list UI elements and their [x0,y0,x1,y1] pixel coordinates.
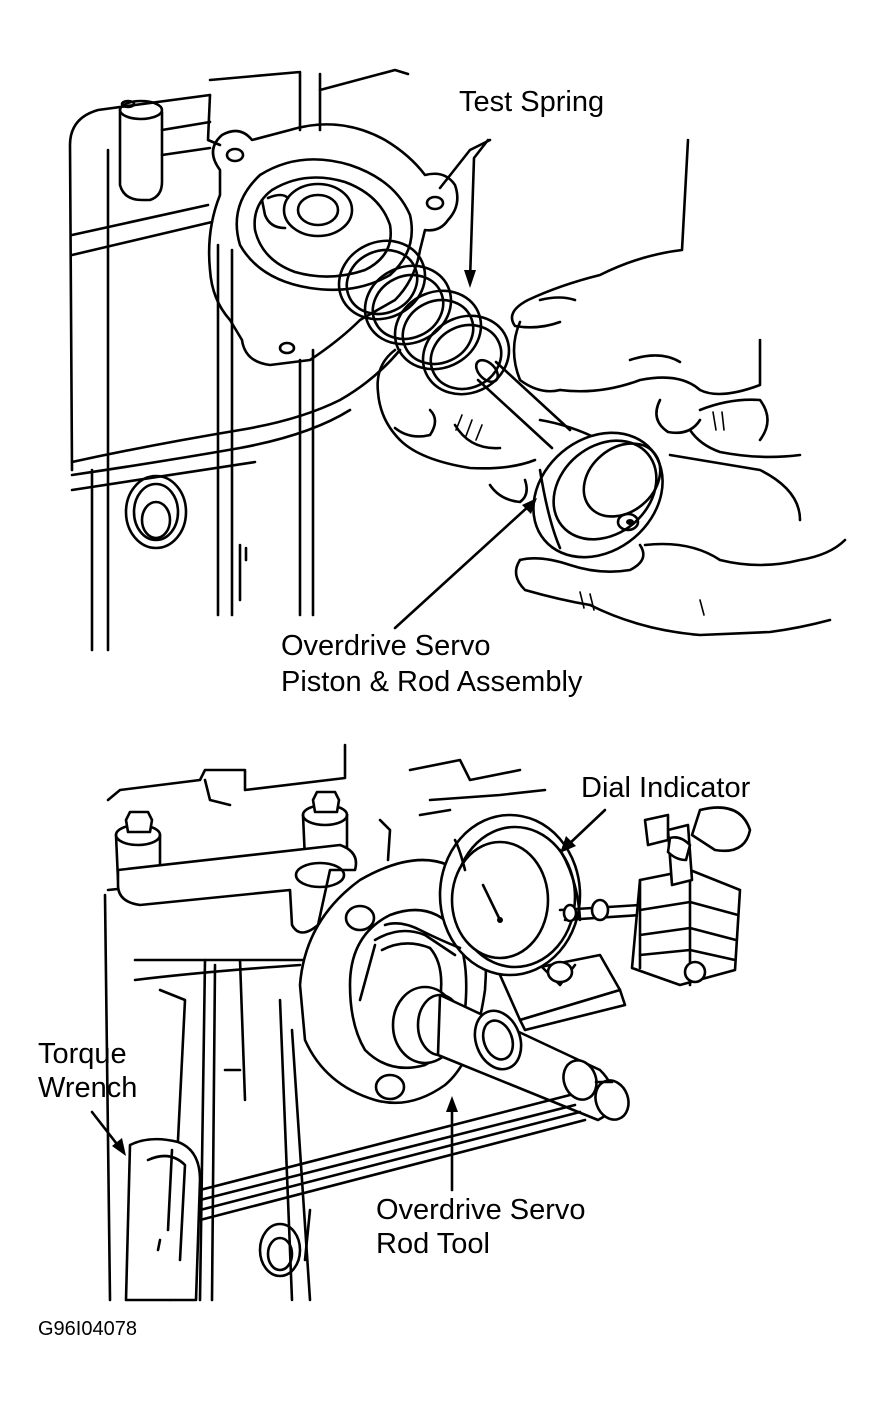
piston-rod-assembly [474,358,664,559]
transmission-case-top [68,68,410,652]
test-spring-leader [468,138,490,282]
bolts-and-bracket [114,790,358,934]
servo-cover-housing [207,123,492,367]
label-rod-tool-line1: Overdrive Servo [376,1194,586,1226]
dial-indicator-arrowhead [560,836,576,853]
label-overdrive-servo-piston-line2: Piston & Rod Assembly [281,666,583,698]
label-dial-indicator: Dial Indicator [581,772,751,804]
test-spring-arrowhead [464,270,476,288]
label-test-spring: Test Spring [459,86,605,118]
servo-rod-tool [298,858,630,1122]
label-torque-wrench-line2: Wrench [38,1072,138,1104]
figure-code: G96I04078 [38,1318,137,1340]
rod-tool-arrowhead [446,1096,458,1112]
label-overdrive-servo-piston-line1: Overdrive Servo [281,630,491,662]
hands-top [376,138,847,637]
dial-indicator-leader [566,808,607,847]
torque-wrench-leader [90,1110,122,1150]
label-torque-wrench-line1: Torque [38,1038,127,1070]
piston-leader [393,503,532,630]
label-rod-tool-line2: Rod Tool [376,1228,490,1260]
torque-wrench-arrowhead [112,1138,126,1156]
test-spring [337,239,511,396]
dial-indicator-assembly [383,806,752,1032]
piston-arrowhead [522,498,537,514]
torque-wrench [124,1093,587,1302]
